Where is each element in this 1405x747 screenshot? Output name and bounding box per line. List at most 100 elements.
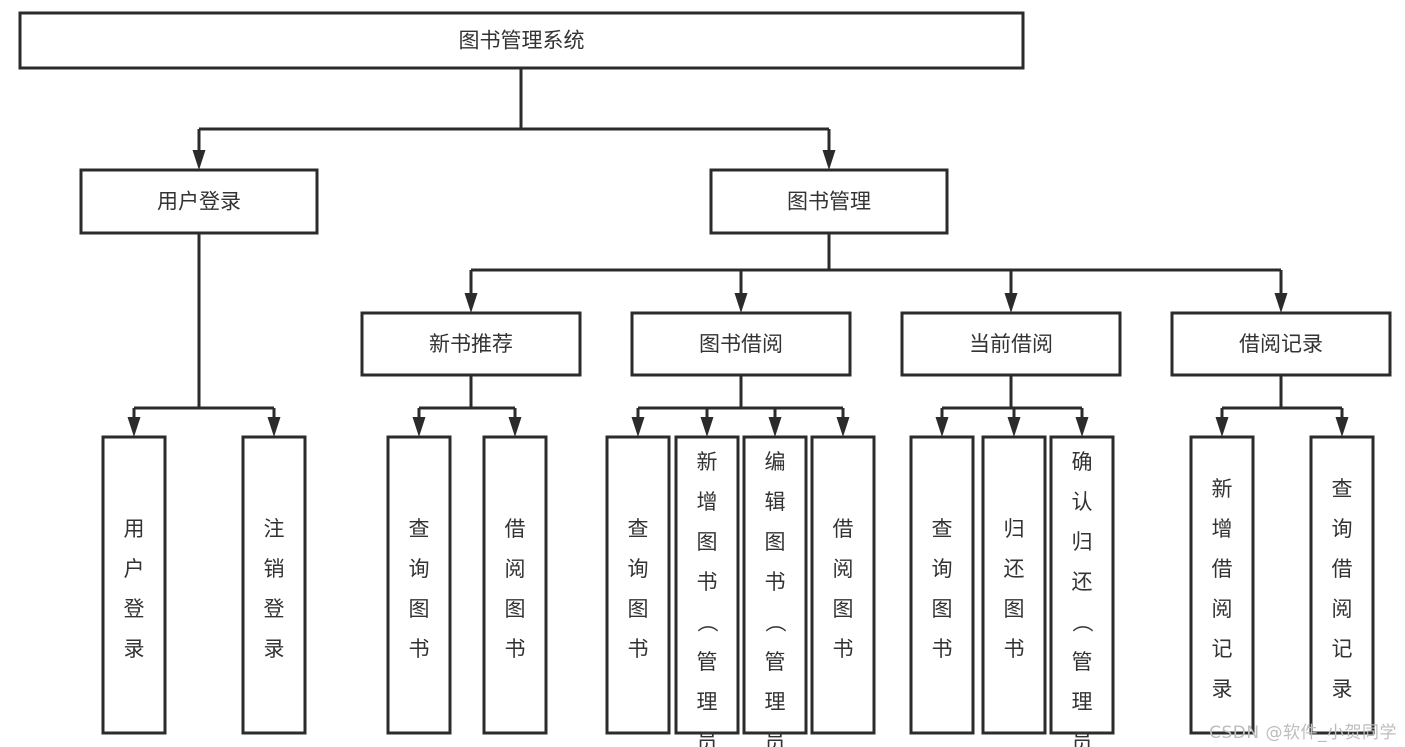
current-drop-0-arrowhead: [935, 417, 949, 437]
node-label-char: 录: [124, 637, 145, 661]
node-box[interactable]: [79, 168, 319, 235]
node-label-char: 书: [505, 637, 526, 661]
node-box[interactable]: [674, 435, 740, 735]
node-label-char: 书: [697, 570, 718, 594]
borrow-drop-1-arrowhead: [700, 417, 714, 437]
node-label-char: 图: [628, 597, 649, 621]
node-label-char: 询: [932, 557, 953, 581]
node-label-char: 员: [1072, 730, 1093, 747]
level2-node-1[interactable]: 图书管理: [709, 168, 949, 235]
record-drop-0-arrowhead: [1215, 417, 1229, 437]
node-label-char: 书: [765, 570, 786, 594]
node-box[interactable]: [1170, 311, 1392, 377]
node-box[interactable]: [709, 168, 949, 235]
connector-layer: [127, 68, 1349, 437]
node-label-char: 认: [1072, 490, 1093, 514]
books-drop-0-arrowhead: [464, 293, 478, 313]
node-label: 新书推荐: [429, 332, 513, 356]
node-box[interactable]: [1189, 435, 1255, 735]
node-box[interactable]: [981, 435, 1047, 735]
node-label-char: 询: [628, 557, 649, 581]
node-label-char: 注: [264, 517, 285, 541]
node-label-char: 增: [697, 490, 718, 514]
node-box[interactable]: [605, 435, 671, 735]
node-box[interactable]: [742, 435, 808, 735]
node-label-char: 新: [1212, 477, 1233, 501]
node-box[interactable]: [482, 435, 548, 735]
leaf-node-0[interactable]: 用户登录: [101, 435, 167, 735]
node-label-char: 图: [833, 597, 854, 621]
node-label-char: 记: [1332, 637, 1353, 661]
node-label-char: （: [1070, 612, 1094, 633]
root-node[interactable]: 图书管理系统: [18, 11, 1025, 70]
node-label-char: 图: [932, 597, 953, 621]
level3-node-1[interactable]: 图书借阅: [630, 311, 852, 377]
node-label-char: 登: [264, 597, 285, 621]
node-label-char: 借: [833, 517, 854, 541]
csdn-watermark: CSDN @软件_小贺同学: [1209, 723, 1397, 743]
borrow-drop-2-arrowhead: [768, 417, 782, 437]
node-label-char: 确: [1072, 450, 1093, 474]
node-box[interactable]: [386, 435, 452, 735]
newbook-drop-0-arrowhead: [412, 417, 426, 437]
node-label-char: 录: [1332, 677, 1353, 701]
node-label-char: 录: [264, 637, 285, 661]
node-label-char: 记: [1212, 637, 1233, 661]
node-label-char: （: [695, 612, 719, 633]
node-label-char: 新: [697, 450, 718, 474]
borrow-drop-3-arrowhead: [836, 417, 850, 437]
node-label-char: 录: [1212, 677, 1233, 701]
node-label-char: 借: [1332, 557, 1353, 581]
login-drop-1-arrowhead: [267, 417, 281, 437]
node-label: 图书借阅: [699, 332, 783, 356]
node-label-char: 书: [932, 637, 953, 661]
node-label-char: 增: [1212, 517, 1233, 541]
node-label-char: 查: [932, 517, 953, 541]
node-label-char: 员: [697, 730, 718, 747]
level3-node-0[interactable]: 新书推荐: [360, 311, 582, 377]
node-box[interactable]: [1049, 435, 1115, 735]
node-label-char: 理: [697, 690, 718, 714]
node-box[interactable]: [360, 311, 582, 377]
borrow-drop-0-arrowhead: [631, 417, 645, 437]
node-label-char: 管: [697, 650, 718, 674]
node-box[interactable]: [18, 11, 1025, 70]
node-box[interactable]: [900, 311, 1122, 377]
node-label: 用户登录: [157, 190, 241, 214]
node-label: 图书管理: [787, 190, 871, 214]
node-label-char: 归: [1072, 530, 1093, 554]
level3-node-2[interactable]: 当前借阅: [900, 311, 1122, 377]
node-box[interactable]: [630, 311, 852, 377]
node-box[interactable]: [810, 435, 876, 735]
node-box[interactable]: [101, 435, 167, 735]
login-drop-0-arrowhead: [127, 417, 141, 437]
books-drop-3-arrowhead: [1274, 293, 1288, 313]
node-box[interactable]: [1309, 435, 1375, 735]
node-label-char: 借: [505, 517, 526, 541]
level2-node-0[interactable]: 用户登录: [79, 168, 319, 235]
books-drop-1-arrowhead: [734, 293, 748, 313]
node-label: 图书管理系统: [459, 29, 585, 53]
node-box[interactable]: [241, 435, 307, 735]
node-label-char: 阅: [505, 557, 526, 581]
node-box[interactable]: [909, 435, 975, 735]
level3-node-3[interactable]: 借阅记录: [1170, 311, 1392, 377]
node-label-char: 查: [1332, 477, 1353, 501]
node-label-char: 用: [124, 517, 145, 541]
node-label-char: 理: [1072, 690, 1093, 714]
node-label-char: （: [763, 612, 787, 633]
node-label-char: 归: [1004, 517, 1025, 541]
node-label-char: 阅: [1332, 597, 1353, 621]
